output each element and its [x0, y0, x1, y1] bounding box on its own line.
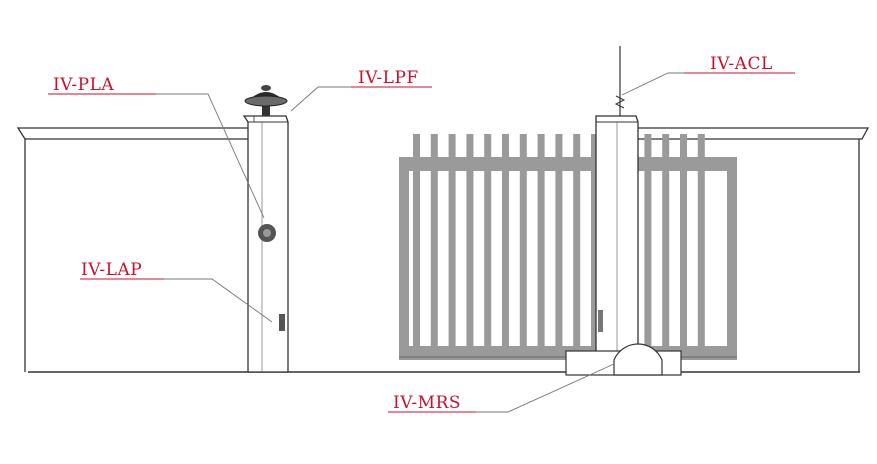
left-wall: [16, 127, 263, 372]
label-underlines: [48, 72, 795, 413]
gate-bar: [555, 134, 563, 346]
gate-bar: [573, 134, 581, 346]
gate-bar: [662, 134, 670, 346]
warning-lamp-icon: [244, 85, 288, 116]
gate-bar: [466, 134, 474, 346]
gate-motor-icon: [565, 343, 682, 376]
gate-bar: [519, 134, 527, 346]
gate-bar: [502, 134, 509, 346]
photocell-icon: [258, 224, 276, 242]
gate-bar: [644, 134, 652, 346]
antenna-icon: [614, 46, 626, 116]
left-pillar: [242, 115, 289, 373]
right-pillar: [595, 115, 639, 373]
label-iv-pla: IV-PLA: [53, 75, 114, 95]
label-iv-lpf: IV-LPF: [358, 68, 419, 88]
leader-pla: [48, 93, 265, 219]
gate-bar: [697, 134, 705, 346]
label-iv-mrs: IV-MRS: [393, 393, 461, 413]
gate-bar: [680, 134, 687, 346]
leader-lap: [80, 278, 273, 323]
gate-bar: [430, 134, 438, 346]
label-iv-lap: IV-LAP: [81, 260, 142, 280]
gate-bar: [448, 134, 456, 346]
label-iv-acl: IV-ACL: [710, 54, 773, 74]
leader-acl: [621, 72, 795, 96]
sliding-gate: [399, 134, 737, 360]
leader-lpf: [290, 86, 432, 112]
right-wall: [633, 127, 870, 372]
leader-mrs: [476, 363, 615, 413]
gate-bar: [537, 134, 545, 346]
gate-bar: [484, 134, 492, 346]
gate-bar: [413, 134, 420, 346]
key-selector-icon: [279, 314, 285, 331]
gate-bar: [591, 134, 598, 346]
